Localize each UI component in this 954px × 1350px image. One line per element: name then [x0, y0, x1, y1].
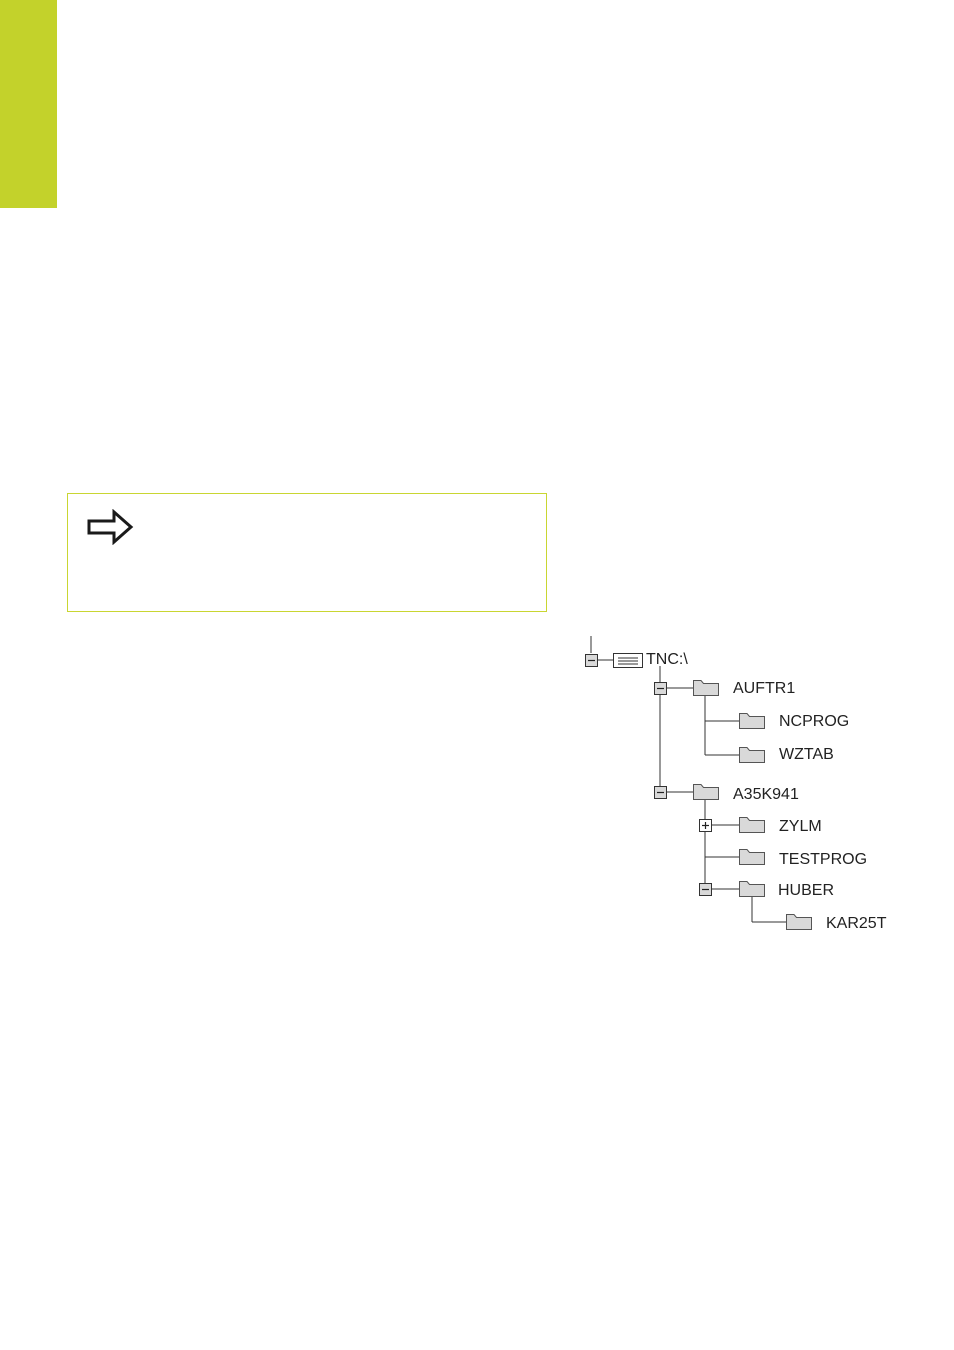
tree-node-label[interactable]: NCPROG — [779, 713, 850, 730]
folder-icon — [739, 817, 765, 833]
directory-tree: TNC:\ AUFTR1 NCPROG WZTAB A35K941 ZYLM T… — [570, 636, 900, 946]
folder-icon — [739, 713, 765, 729]
chapter-side-tab — [0, 0, 57, 208]
tree-node-label[interactable]: WZTAB — [779, 746, 834, 763]
folder-icon — [693, 784, 719, 800]
collapse-toggle-icon[interactable] — [699, 883, 712, 896]
folder-icon — [739, 849, 765, 865]
collapse-toggle-icon[interactable] — [585, 654, 598, 667]
expand-toggle-icon[interactable] — [699, 819, 712, 832]
tree-node-label[interactable]: KAR25T — [826, 915, 887, 932]
tree-connector-lines — [590, 636, 786, 923]
folder-icon — [739, 881, 765, 897]
tree-node-label[interactable]: A35K941 — [733, 786, 799, 803]
tree-node-label[interactable]: HUBER — [778, 882, 835, 899]
folder-icon — [739, 747, 765, 763]
tree-node-label[interactable]: TESTPROG — [779, 851, 868, 868]
note-box — [67, 493, 547, 612]
drive-icon — [613, 653, 643, 668]
tree-root-label[interactable]: TNC:\ — [646, 651, 688, 668]
arrow-right-icon — [87, 509, 134, 545]
tree-node-label[interactable]: AUFTR1 — [733, 680, 796, 697]
folder-icon — [786, 914, 812, 930]
folder-icon — [693, 680, 719, 696]
tree-node-label[interactable]: ZYLM — [779, 818, 822, 835]
collapse-toggle-icon[interactable] — [654, 786, 667, 799]
collapse-toggle-icon[interactable] — [654, 682, 667, 695]
